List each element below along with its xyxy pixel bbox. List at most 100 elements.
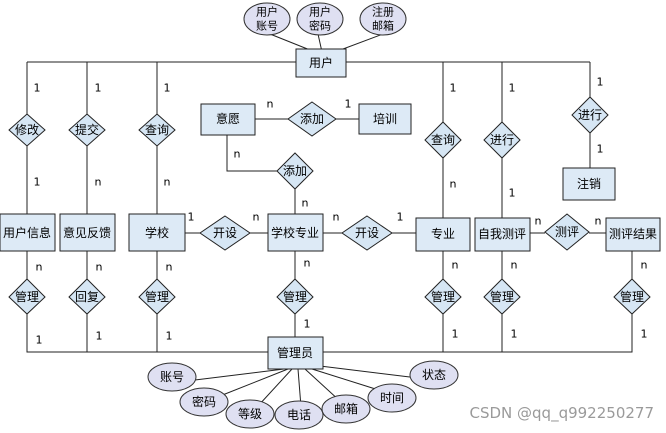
attr-admin-email-label: 邮箱 (334, 401, 358, 416)
rel-add-major: 添加 (276, 152, 314, 190)
entity-training-label: 培训 (373, 111, 397, 126)
rel-manage-school: 管理 (138, 278, 176, 315)
rel-manage-major-label: 管理 (431, 289, 455, 304)
rel-open-school-label: 开设 (213, 226, 237, 240)
attr-admin-phone-label: 电话 (287, 408, 311, 422)
entity-user-info: 用户信息 (0, 213, 56, 252)
user-attributes: 用户 账号 用户 密码 注册 邮箱 (243, 2, 407, 36)
rel-manage-eval-result: 管理 (613, 278, 651, 315)
rel-manage-eval-result-label: 管理 (620, 289, 644, 304)
card-manage-result-admin: 1 (641, 328, 648, 341)
card-manage-schoolmajor: n (304, 257, 311, 270)
card-manage-schoolmajor-admin: 1 (304, 318, 311, 331)
card-manage-selfeval: n (511, 259, 518, 272)
entity-self-eval: 自我测评 (474, 217, 531, 252)
connector-lines (26, 33, 633, 408)
attr-admin-password-label: 密码 (192, 394, 216, 409)
rel-add-training: 添加 (287, 101, 337, 137)
rel-manage-school-label: 管理 (145, 289, 169, 304)
attr-user-account: 用户 账号 (243, 2, 291, 36)
card-reply-feedback: n (96, 261, 103, 274)
entity-admin-label: 管理员 (277, 345, 313, 360)
card-manage-major-admin: 1 (452, 328, 459, 341)
rel-add-training-label: 添加 (300, 112, 324, 126)
entity-feedback: 意见反馈 (59, 213, 116, 252)
entity-school-label: 学校 (145, 225, 169, 240)
attr-admin-time-label: 时间 (380, 391, 404, 405)
entity-user: 用户 (295, 48, 347, 78)
card-manage-major: n (452, 259, 459, 272)
attr-admin-level-label: 等级 (238, 407, 262, 421)
rel-conduct-eval-label: 进行 (490, 133, 514, 147)
card-add-training: 1 (345, 98, 352, 111)
rel-open-major: 开设 (341, 215, 393, 251)
rel-evaluate: 测评 (544, 213, 590, 251)
rel-manage-user-info-label: 管理 (15, 289, 39, 304)
card-add-wish: n (267, 98, 274, 111)
card-manage-school-admin: 1 (166, 330, 173, 343)
entity-user-label: 用户 (309, 55, 333, 70)
rel-manage-school-major: 管理 (276, 278, 314, 315)
card-add-schoolmajor: n (302, 197, 309, 210)
entity-school-major-label: 学校专业 (271, 225, 319, 240)
card-open-school: 1 (188, 211, 195, 224)
card-manage-school: n (166, 261, 173, 274)
card-manage-userinfo-admin: 1 (36, 334, 43, 347)
attr-user-password-line2: 密码 (309, 19, 331, 33)
card-query-school-user: 1 (164, 82, 171, 95)
entity-wish-label: 意愿 (216, 111, 240, 126)
rel-manage-major: 管理 (424, 278, 462, 315)
entity-school-major: 学校专业 (267, 213, 324, 252)
rel-query-school: 查询 (138, 113, 176, 147)
cardinality-labels: 1 1 1 n 1 n 1 n 1 1 1 1 n 1 n n 1 n n 1 … (34, 76, 648, 347)
rel-reply-label: 回复 (75, 290, 99, 304)
attr-admin-email: 邮箱 (321, 394, 371, 424)
rel-manage-school-major-label: 管理 (283, 289, 307, 304)
entity-training: 培训 (358, 103, 412, 135)
entity-major-label: 专业 (431, 226, 455, 241)
entity-cancel-label: 注销 (577, 176, 601, 191)
attr-admin-account-label: 账号 (160, 370, 184, 384)
attr-admin-phone: 电话 (274, 400, 324, 430)
admin-attributes: 账号 密码 等级 电话 邮箱 时间 状态 (147, 360, 459, 430)
attr-admin-status: 状态 (409, 360, 459, 390)
card-reply-admin: 1 (96, 330, 103, 343)
card-submit-feedback: n (95, 176, 102, 189)
rel-modify-label: 修改 (15, 122, 39, 137)
card-open-schoolmajor: n (253, 211, 260, 224)
card-manage-userinfo: n (36, 261, 43, 274)
entity-wish: 意愿 (200, 103, 256, 136)
entity-self-eval-label: 自我测评 (478, 227, 526, 241)
card-query-major-major: n (450, 178, 457, 191)
attr-user-email: 注册 邮箱 (359, 2, 407, 36)
rel-query-school-label: 查询 (145, 123, 169, 137)
attr-admin-password: 密码 (179, 387, 229, 417)
rel-modify: 修改 (8, 113, 46, 147)
attr-admin-level: 等级 (225, 399, 275, 429)
rel-evaluate-label: 测评 (555, 225, 579, 239)
relationships: 修改 提交 查询 添加 添加 查询 进行 进行 (8, 96, 651, 315)
attr-user-password-line1: 用户 (309, 5, 331, 19)
rel-open-major-label: 开设 (355, 226, 379, 240)
rel-conduct-cancel-label: 进行 (578, 108, 602, 122)
attr-user-email-line2: 邮箱 (372, 19, 394, 33)
card-add-wish2: n (234, 148, 241, 161)
rel-manage-user-info: 管理 (8, 278, 46, 315)
card-open2-schoolmajor: n (333, 211, 340, 224)
card-query-major-user: 1 (450, 82, 457, 95)
rel-manage-self-eval: 管理 (483, 278, 521, 315)
attr-user-account-line1: 用户 (256, 5, 278, 19)
card-open2-major: 1 (397, 211, 404, 224)
card-query-school-school: n (164, 176, 171, 189)
entity-major: 专业 (415, 217, 471, 252)
attr-admin-time: 时间 (367, 383, 417, 413)
rel-add-major-label: 添加 (283, 164, 307, 178)
entity-cancel: 注销 (562, 167, 616, 201)
entity-user-info-label: 用户信息 (3, 225, 51, 240)
rel-query-major-label: 查询 (431, 133, 455, 147)
attr-user-password: 用户 密码 (296, 2, 344, 36)
entity-admin: 管理员 (267, 336, 324, 370)
rel-conduct-cancel: 进行 (571, 96, 609, 134)
card-evaluate-result: n (595, 215, 602, 228)
